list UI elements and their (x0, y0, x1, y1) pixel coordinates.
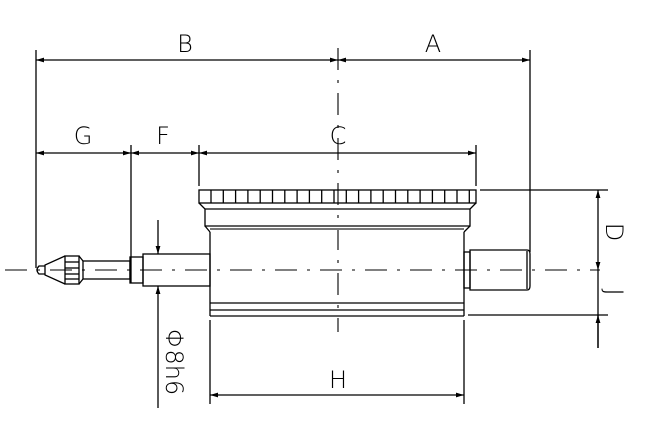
label-c: C (330, 122, 347, 150)
label-stem-diameter: Φ8h6 (160, 329, 188, 395)
extension-lines (35, 50, 608, 404)
label-h: H (329, 366, 347, 394)
contact-point-tip (36, 265, 45, 275)
label-g: G (74, 122, 93, 150)
label-a: A (425, 30, 441, 58)
label-f: F (156, 122, 170, 150)
knurled-bezel-ring (198, 189, 477, 233)
label-j: J (600, 288, 628, 295)
stem-and-probe (36, 253, 211, 287)
label-d: D (600, 223, 628, 241)
label-b: B (177, 30, 193, 58)
back-plug (463, 249, 531, 291)
knurled-contact-nut (64, 255, 80, 285)
indicator-body (209, 232, 465, 317)
